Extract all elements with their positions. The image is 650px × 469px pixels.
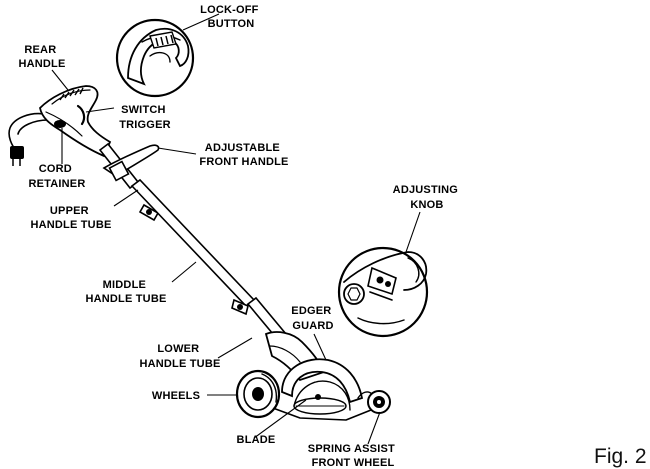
label-edger-guard: EDGER GUARD [291,305,334,332]
leader-rear-handle [51,69,69,91]
lock-off-button-part [149,31,177,49]
blade [293,394,347,415]
label-middle-handle-tube: MIDDLE HANDLE TUBE [85,279,166,305]
label-cord-retainer: CORD RETAINER [28,163,85,190]
label-wheels: WHEELS [152,390,200,402]
grip-texture [59,87,84,101]
edger-guard [281,358,364,411]
label-spring-assist-front-wheel: SPRING ASSIST FRONT WHEEL [308,443,398,469]
label-adjusting-knob: ADJUSTING KNOB [393,184,462,211]
leader-middle-tube [171,261,197,283]
figure-caption: Fig. 2 [594,445,647,468]
label-adjustable-front-handle: ADJUSTABLE FRONT HANDLE [199,142,288,168]
tube-clamp-knob-lower [231,298,249,316]
leader-lower-tube [217,337,253,359]
leader-adjusting-knob [405,211,421,253]
adjusting-knob-part [367,266,397,301]
base-plate [261,403,377,421]
plug-icon [10,146,24,166]
cord-retainer-clip [54,120,66,128]
leader-front-wheel [367,411,381,445]
rear-handle [39,85,112,158]
middle-handle-tube [130,178,256,308]
label-blade: BLADE [237,434,276,446]
adjusting-knob-inset [337,246,429,338]
lock-off-inset [115,18,195,98]
label-lower-handle-tube: LOWER HANDLE TUBE [139,343,220,370]
label-upper-handle-tube: UPPER HANDLE TUBE [30,205,111,231]
label-switch-trigger: SWITCH TRIGGER [119,104,171,131]
leader-switch-trigger [85,107,115,113]
power-cord [8,112,49,151]
adjustable-front-handle [102,144,160,182]
label-lock-off-button: LOCK-OFF BUTTON [200,4,262,30]
leader-upper-tube [113,189,139,207]
leader-lines [51,13,421,445]
leader-front-handle [157,147,197,155]
rear-wheel [235,369,281,419]
label-rear-handle: REAR HANDLE [18,44,65,70]
leader-blade [253,399,307,439]
switch-trigger-part [76,104,86,126]
leader-edger-guard [313,333,327,361]
spring-assist-front-wheel [357,390,391,414]
tube-clamp-knob-upper [138,203,160,222]
leader-lock-off [182,13,220,31]
